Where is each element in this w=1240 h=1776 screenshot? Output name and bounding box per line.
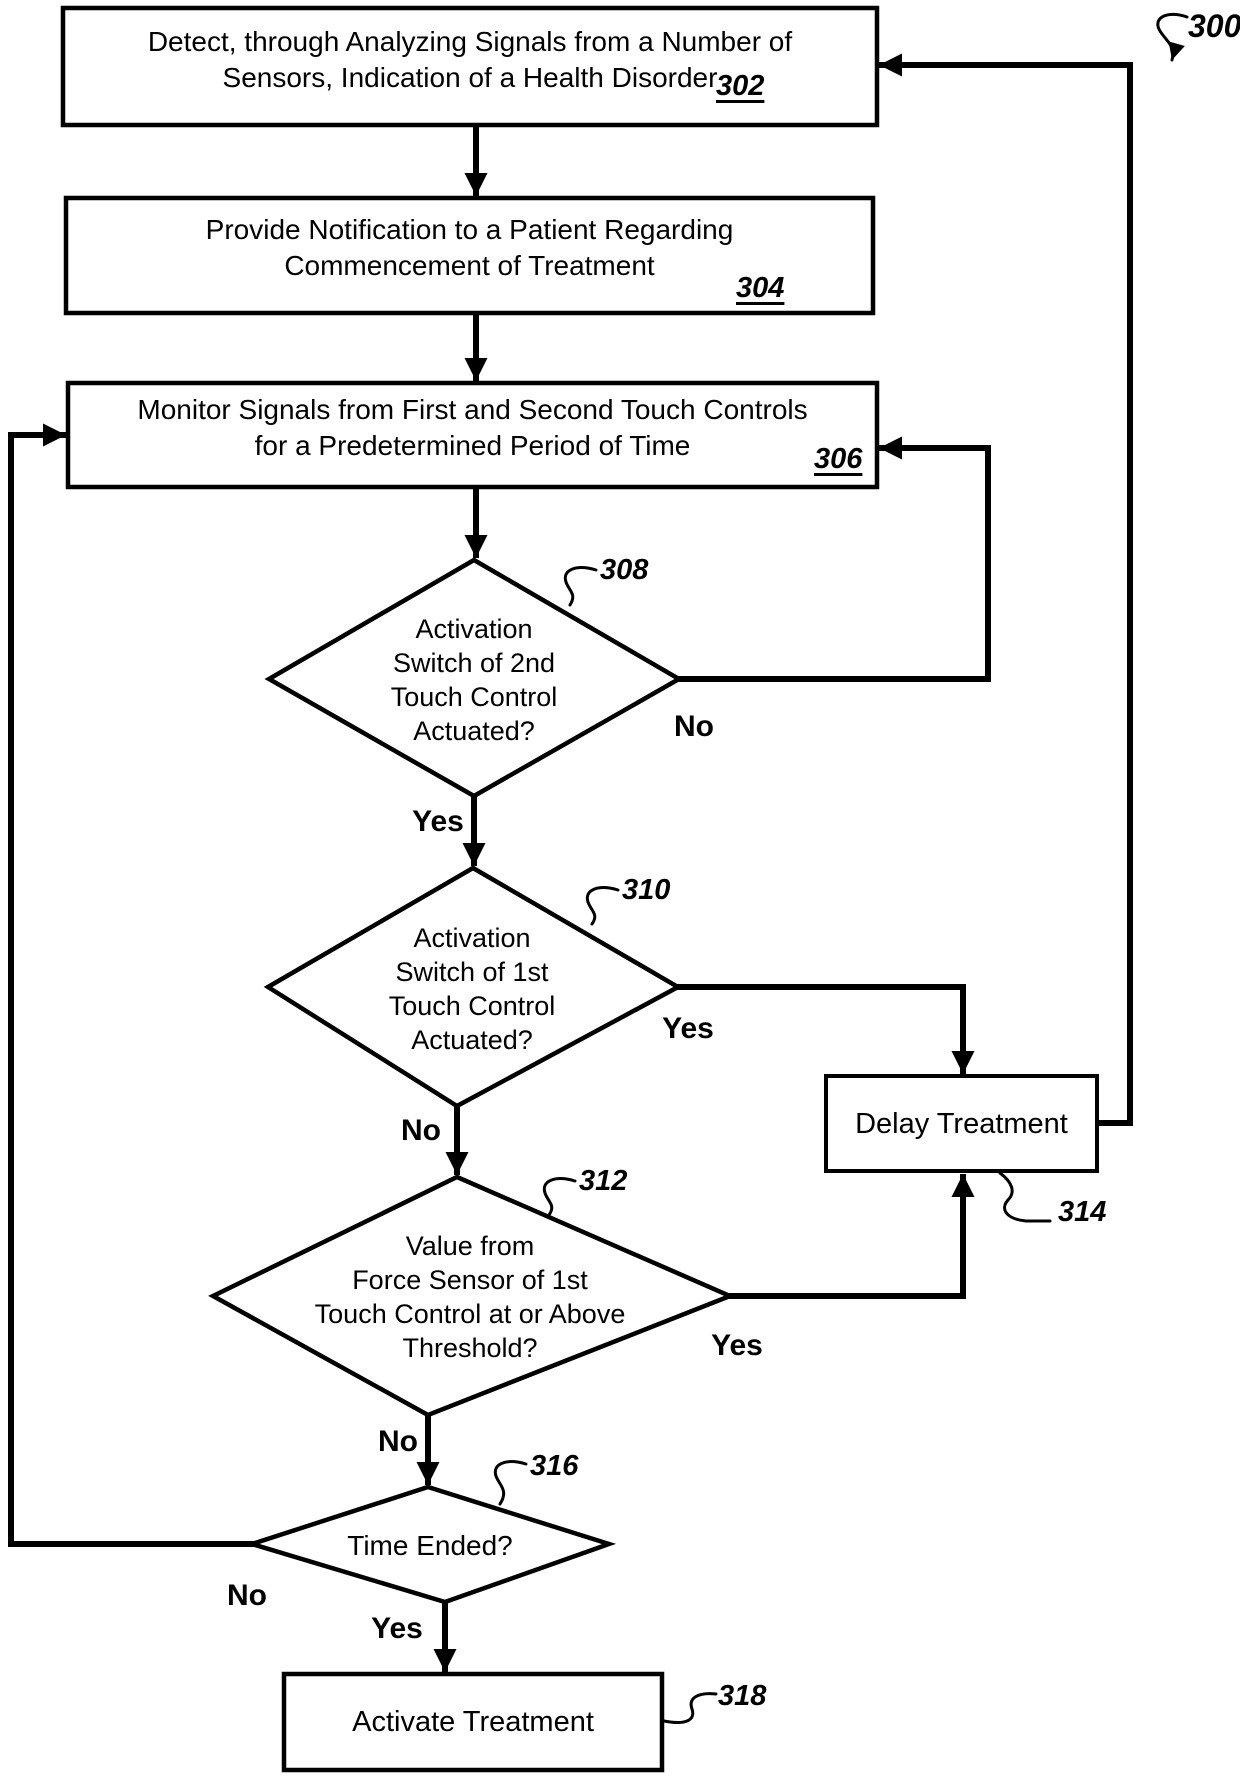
- process-306-label: Monitor Signals from First and Second To…: [68, 392, 877, 464]
- ref-306: 306: [814, 443, 863, 475]
- leader-300-arrow: [1156, 12, 1189, 62]
- edge-label-312-yes: Yes: [711, 1329, 763, 1362]
- ref-318: 318: [718, 1680, 767, 1712]
- edge-label-310-no: No: [401, 1114, 441, 1147]
- leader-312: [542, 1177, 577, 1217]
- decision-310-label: Activation Switch of 1st Touch Control A…: [388, 923, 556, 1055]
- process-302-line2: Sensors, Indication of a Health Disorder: [222, 62, 718, 93]
- process-304-line1: Provide Notification to a Patient Regard…: [205, 214, 734, 245]
- process-box-306: [65, 380, 880, 490]
- leader-310: [585, 886, 620, 926]
- decision-312-label: Value from Force Sensor of 1st Touch Con…: [314, 1231, 626, 1363]
- ref-302: 302: [716, 70, 765, 102]
- process-304-line2: Commencement of Treatment: [284, 250, 655, 281]
- leader-314: [998, 1171, 1052, 1223]
- edge-label-312-no: No: [378, 1425, 418, 1458]
- leader-318: [662, 1692, 718, 1724]
- ref-316: 316: [530, 1450, 579, 1482]
- ref-308: 308: [600, 554, 649, 586]
- connector-310-yes-to-314: [676, 984, 975, 1074]
- process-box-302: [60, 5, 880, 128]
- ref-300: 300: [1188, 8, 1240, 44]
- edge-label-308-no: No: [674, 710, 714, 743]
- process-314-label: Delay Treatment: [855, 1107, 1068, 1140]
- connector-312-yes-to-314: [729, 1174, 975, 1299]
- leader-308: [563, 566, 598, 607]
- edge-label-310-yes: Yes: [662, 1012, 714, 1045]
- decision-308-label: Activation Switch of 2nd Touch Control A…: [390, 614, 558, 746]
- connector-308-no-loop-to-306: [677, 436, 991, 682]
- process-318-label: Activate Treatment: [352, 1706, 594, 1738]
- ref-304: 304: [736, 272, 785, 304]
- leader-316: [493, 1460, 528, 1506]
- connector-314-to-302: [879, 53, 1133, 1126]
- connector-316-no-loop-to-306: [8, 423, 254, 1547]
- edge-label-316-no: No: [227, 1579, 267, 1612]
- process-306-line1: Monitor Signals from First and Second To…: [137, 394, 808, 425]
- process-306-line2: for a Predetermined Period of Time: [254, 430, 691, 461]
- decision-316-label: Time Ended?: [347, 1530, 513, 1561]
- process-box-318: [281, 1671, 665, 1773]
- process-302-line1: Detect, through Analyzing Signals from a…: [147, 26, 793, 57]
- ref-310: 310: [622, 874, 671, 906]
- edge-label-316-yes: Yes: [371, 1612, 423, 1645]
- ref-312: 312: [579, 1165, 628, 1197]
- process-box-304: [63, 195, 876, 316]
- process-302-label: Detect, through Analyzing Signals from a…: [63, 24, 877, 96]
- process-304-label: Provide Notification to a Patient Regard…: [66, 212, 873, 284]
- edge-label-308-yes: Yes: [412, 805, 464, 838]
- ref-314: 314: [1058, 1196, 1107, 1228]
